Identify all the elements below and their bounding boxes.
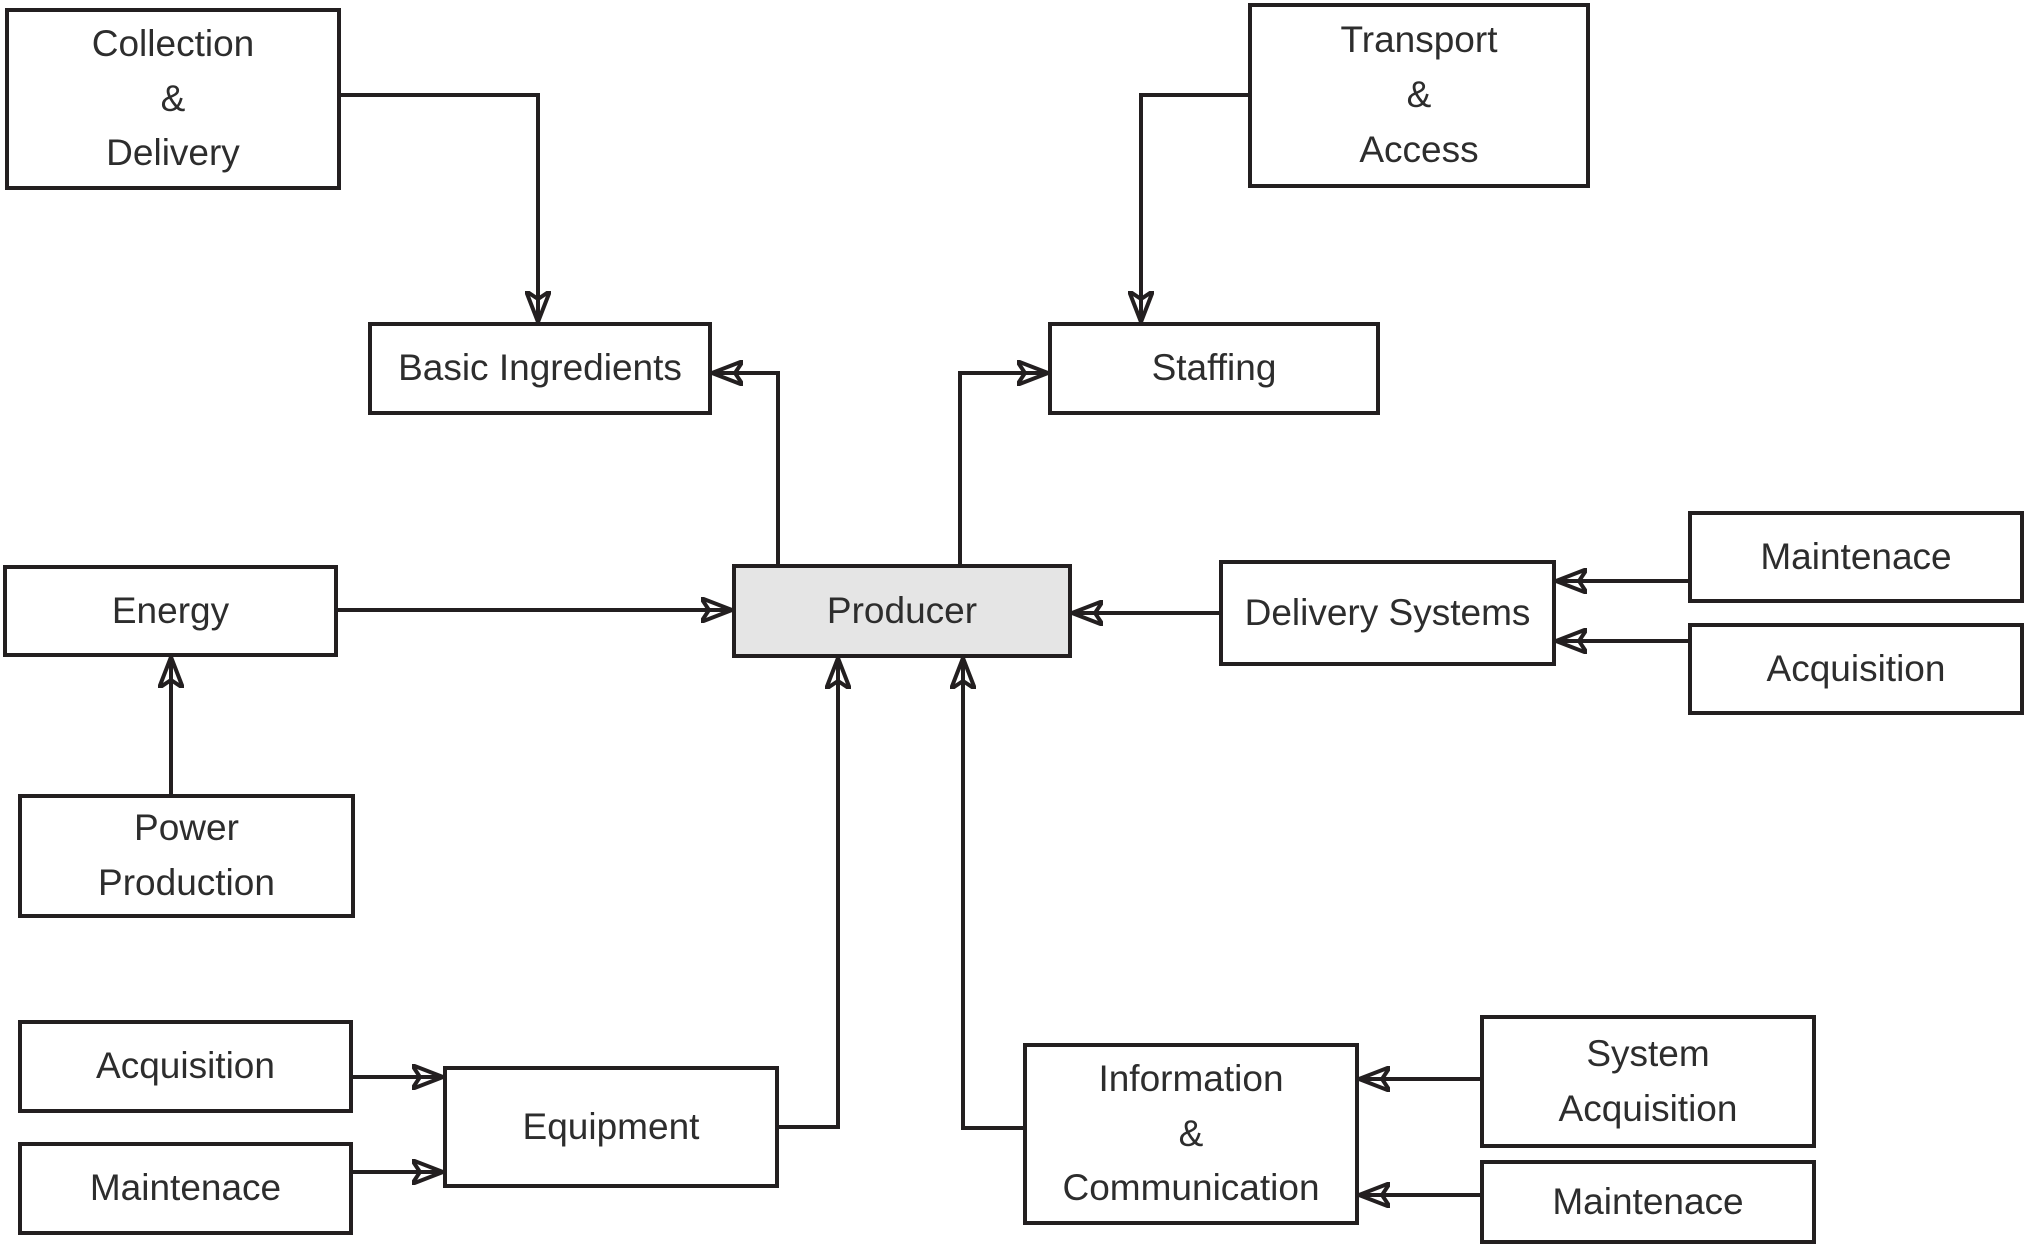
node-label-line: Maintenace [89, 1167, 282, 1209]
edge-producer-to-staffing [958, 373, 1048, 564]
node-system-acquisition: System Acquisition [1480, 1015, 1816, 1148]
node-acquisition-bottom-left: Acquisition [18, 1020, 353, 1113]
node-energy: Energy [3, 565, 338, 657]
node-label-line: Delivery Systems [1244, 591, 1531, 633]
node-label-line: Collection [91, 22, 255, 64]
node-label-line: Acquisition [1558, 1087, 1738, 1129]
node-acquisition-right: Acquisition [1688, 623, 2024, 715]
edge-equipment-to-producer [779, 658, 838, 1129]
node-label-line: System [1586, 1032, 1710, 1074]
node-label-line: & [160, 77, 186, 119]
node-label-line: Basic Ingredients [398, 347, 682, 389]
edge-transport-access-to-staffing [1141, 93, 1248, 322]
node-label-line: Acquisition [96, 1045, 275, 1087]
node-label-line: Production [98, 862, 275, 903]
node-producer: Producer [732, 564, 1072, 658]
node-power-production: Power Production [18, 794, 355, 918]
node-maintenace-bottom-right: Maintenace [1480, 1160, 1816, 1244]
node-label-line: Staffing [1151, 347, 1277, 389]
edge-information-communication-to-producer [963, 658, 1023, 1130]
node-label-line: Information [1098, 1057, 1284, 1099]
node-basic-ingredients: Basic Ingredients [368, 322, 712, 415]
node-maintenace-right: Maintenace [1688, 511, 2024, 603]
node-label-line: Maintenace [1760, 535, 1952, 577]
node-label-line: Power [134, 807, 239, 849]
node-label-line: & [1178, 1112, 1204, 1154]
node-label-line: Communication [1062, 1167, 1320, 1209]
node-maintenace-bottom-left: Maintenace [18, 1142, 353, 1235]
node-label-line: Delivery [106, 132, 240, 174]
node-label-line: Maintenace [1552, 1180, 1744, 1222]
node-label-line: Transport [1340, 19, 1498, 61]
node-collection-delivery: Collection & Delivery [5, 8, 341, 190]
edge-collection-delivery-to-basic-ingredients [341, 93, 538, 322]
edge-producer-to-basic-ingredients [712, 373, 780, 564]
node-label-line: Equipment [522, 1105, 700, 1147]
node-equipment: Equipment [443, 1066, 779, 1188]
node-information-communication: Information & Communication [1023, 1043, 1359, 1225]
node-label-line: Energy [111, 589, 230, 631]
node-label-line: & [1406, 74, 1432, 116]
node-staffing: Staffing [1048, 322, 1380, 415]
node-transport-access: Transport & Access [1248, 3, 1590, 188]
node-label-line: Access [1359, 128, 1479, 170]
node-delivery-systems: Delivery Systems [1219, 560, 1556, 666]
node-label-line: Producer [826, 589, 978, 631]
node-label-line: Acquisition [1766, 647, 1946, 689]
